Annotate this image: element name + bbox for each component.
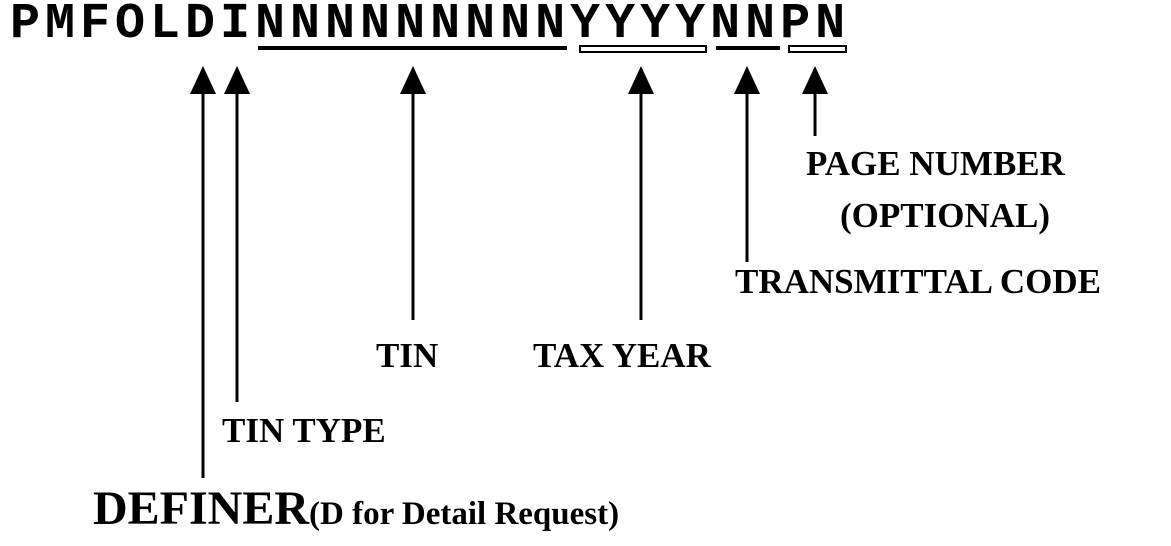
code-tax-year: YYYY <box>570 0 711 53</box>
tin-type-arrow <box>224 66 250 402</box>
definer-note: (D for Detail Request) <box>309 496 620 532</box>
tin-label: TIN <box>376 336 439 375</box>
tin-arrow <box>400 66 426 320</box>
format-code: PMFOLDINNNNNNNNNYYYYNNPN <box>10 0 850 50</box>
definer-label: DEFINER(D for Detail Request) <box>93 485 619 533</box>
code-transmittal: NN <box>710 0 781 53</box>
transmittal-arrow <box>734 66 760 262</box>
code-tin-type: I <box>220 0 256 53</box>
tin-type-label: TIN TYPE <box>222 411 386 450</box>
tax-year-underline <box>579 45 707 53</box>
page-number-label: PAGE NUMBER <box>806 144 1065 183</box>
optional-label: (OPTIONAL) <box>840 196 1050 235</box>
definer-title: DEFINER <box>93 482 310 535</box>
page-arrow <box>802 66 828 136</box>
code-tin: NNNNNNNNN <box>255 0 571 53</box>
code-page: PN <box>780 0 851 53</box>
page-underline <box>788 45 847 53</box>
transmittal-code-label: TRANSMITTAL CODE <box>735 262 1101 301</box>
transmittal-underline <box>716 46 780 50</box>
definer-arrow <box>190 66 216 478</box>
code-prefix: PMFOLD <box>10 0 221 53</box>
tax-year-arrow <box>628 66 654 320</box>
tax-year-label: TAX YEAR <box>533 336 711 375</box>
tin-underline <box>258 46 567 50</box>
